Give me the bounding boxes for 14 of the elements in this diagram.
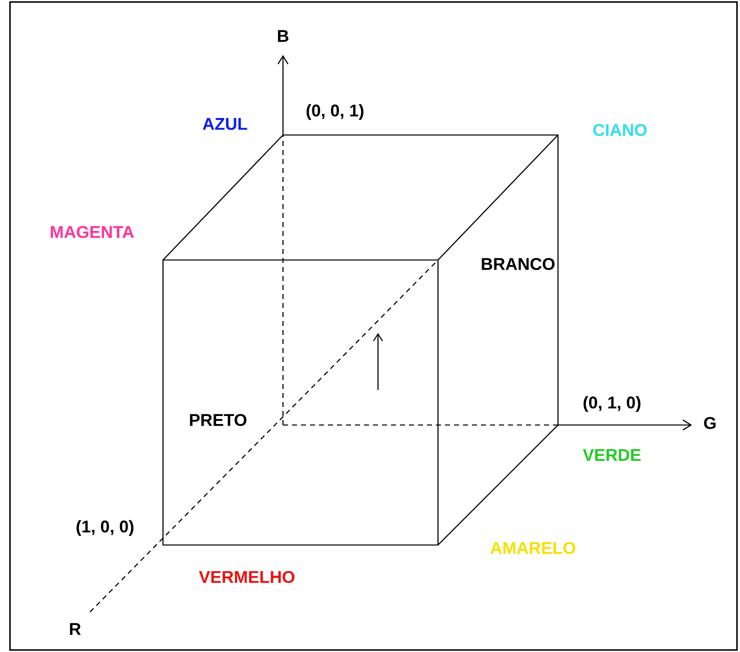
vertex-label: AZUL [202, 118, 248, 130]
vertex-label: VERMELHO [198, 570, 294, 584]
vertex-label: VERDE [582, 449, 641, 461]
vertex-label: CIANO [593, 124, 647, 136]
vertex-label: BRANCO [482, 258, 555, 270]
vertex-label: PRETO [190, 414, 246, 426]
vertex-label: AMARELO [490, 542, 576, 554]
axis-label: R [70, 623, 81, 635]
axis-label: G [704, 416, 716, 430]
coordinate-label: (0, 1, 0) [584, 396, 640, 412]
coordinate-label: (1, 0, 0) [76, 520, 134, 536]
vertex-label: MAGENTA [50, 226, 134, 238]
axis-label: B [278, 30, 288, 42]
coordinate-label: (0, 0, 1) [306, 104, 364, 120]
